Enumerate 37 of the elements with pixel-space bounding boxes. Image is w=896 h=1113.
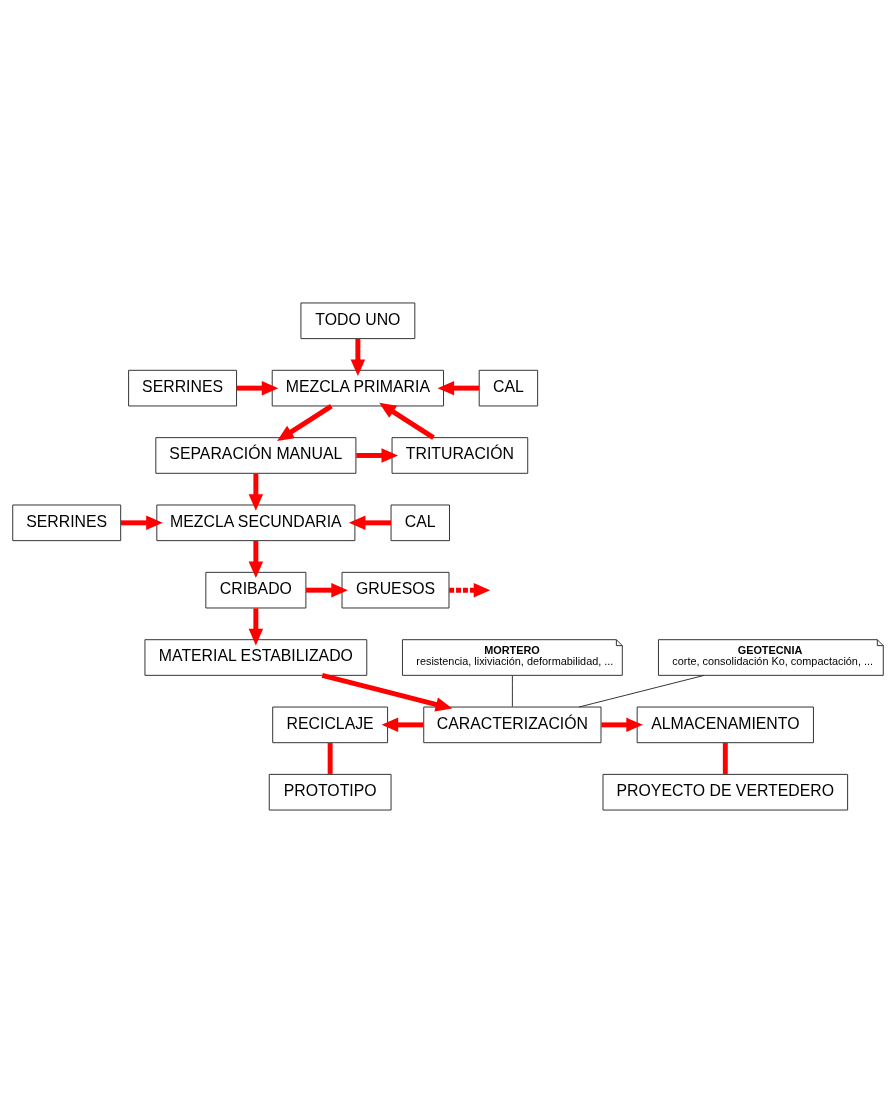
connector bbox=[327, 743, 333, 774]
arrow bbox=[121, 515, 163, 531]
connector bbox=[511, 675, 513, 708]
arrow bbox=[601, 717, 643, 733]
node-box: GRUESOS bbox=[341, 571, 450, 609]
arrow bbox=[379, 402, 435, 440]
arrow bbox=[381, 717, 424, 733]
node-box: PROTOTIPO bbox=[268, 773, 392, 811]
arrow bbox=[356, 448, 399, 463]
node-box: TRITURACIÓN bbox=[391, 437, 529, 474]
arrow bbox=[236, 380, 279, 396]
node-box: SEPARACIÓN MANUAL bbox=[155, 437, 357, 474]
node-box: TODO UNO bbox=[300, 302, 416, 340]
node-box: SERRINES bbox=[128, 369, 238, 407]
node-box: CAL bbox=[478, 369, 539, 407]
node-box: MATERIAL ESTABILIZADO bbox=[144, 639, 368, 676]
node-box: PROYECTO DE VERTEDERO bbox=[602, 773, 849, 811]
node-box: ALMACENAMIENTO bbox=[636, 706, 814, 744]
arrow bbox=[248, 541, 264, 579]
arrow bbox=[248, 473, 264, 511]
arrow bbox=[321, 673, 453, 712]
connector bbox=[722, 743, 728, 774]
node-box: CARACTERIZACIÓN bbox=[423, 706, 602, 744]
arrow bbox=[350, 338, 366, 377]
node-box: SERRINES bbox=[12, 504, 122, 542]
arrow bbox=[348, 515, 391, 531]
node-box: RECICLAJE bbox=[272, 706, 389, 744]
arrow bbox=[248, 608, 264, 646]
node-box: MEZCLA PRIMARIA bbox=[271, 369, 445, 407]
arrow bbox=[306, 582, 348, 598]
arrow bbox=[449, 582, 491, 598]
arrow bbox=[437, 380, 480, 396]
node-box: MEZCLA SECUNDARIA bbox=[156, 504, 356, 542]
node-box: CRIBADO bbox=[205, 571, 307, 609]
connector bbox=[578, 674, 705, 708]
arrow bbox=[277, 404, 333, 441]
node-box: CAL bbox=[390, 504, 450, 542]
